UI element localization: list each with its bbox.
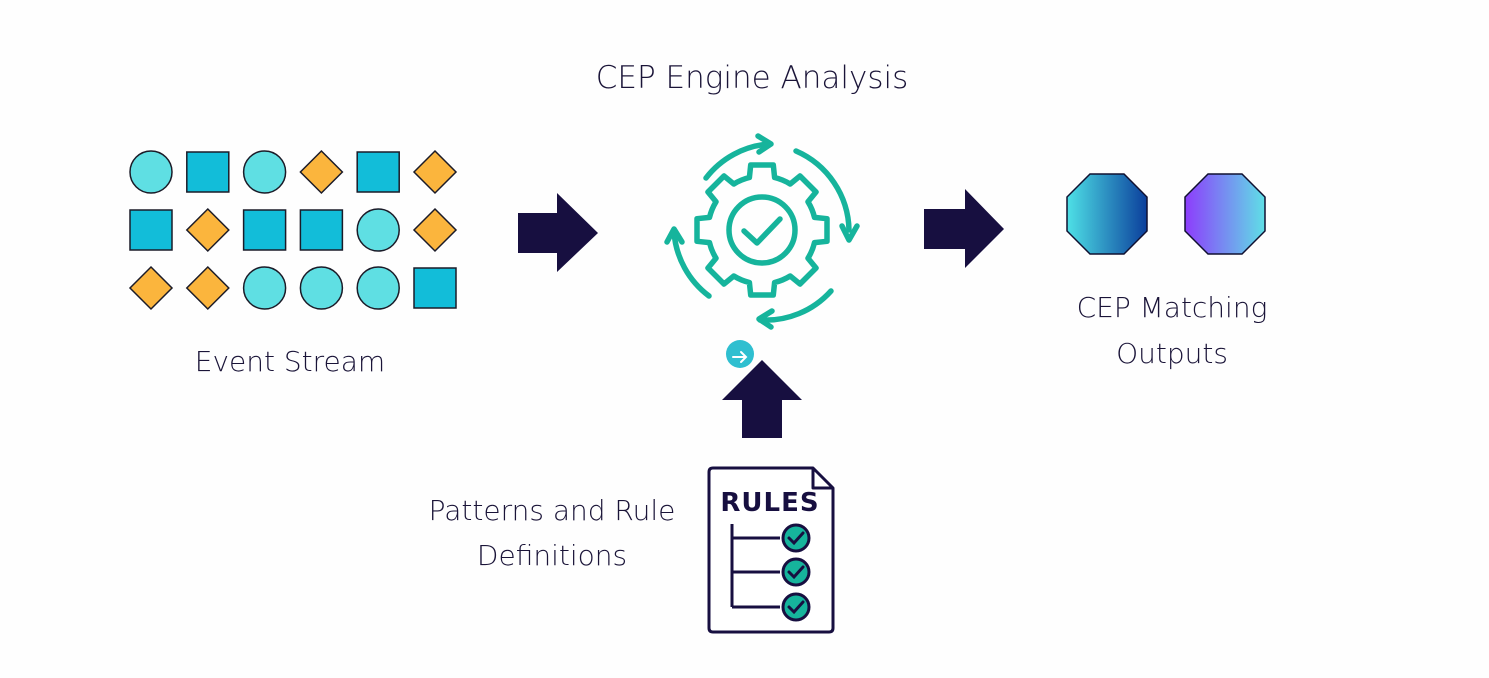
cursor-icon (726, 340, 754, 368)
event-square (186, 151, 230, 193)
rules-label: Patterns and Rule Definitions (402, 488, 702, 578)
output-octagon-2 (1184, 173, 1266, 255)
event-circle (242, 150, 287, 194)
check-circle-icon (781, 523, 811, 553)
event-square (129, 209, 173, 251)
outputs-label: CEP Matching Outputs (1022, 285, 1322, 377)
outputs-label-line2: Outputs (1116, 337, 1228, 370)
event-diamond (299, 149, 344, 195)
event-circle (129, 150, 173, 194)
check-circle-icon (781, 592, 811, 622)
gear-cycle-icon (664, 133, 860, 330)
event-diamond (412, 149, 458, 195)
event-stream-grid (128, 149, 458, 311)
event-square (242, 209, 287, 251)
rules-doc-heading: RULES (720, 488, 819, 518)
event-stream-label: Event Stream (194, 345, 386, 378)
event-diamond (128, 265, 174, 311)
rules-label-line2: Definitions (476, 539, 628, 572)
event-diamond (185, 207, 230, 253)
check-circle-icon (781, 557, 811, 587)
event-square (299, 209, 344, 251)
event-circle (242, 266, 287, 310)
right-arrow-icon (924, 189, 1004, 268)
diagram-title: CEP Engine Analysis (595, 60, 909, 96)
event-diamond (185, 265, 230, 311)
up-arrow-icon (722, 360, 802, 438)
event-circle (356, 208, 400, 252)
event-circle (299, 266, 344, 310)
event-diamond (412, 207, 458, 253)
rules-label-line1: Patterns and Rule (428, 494, 676, 527)
event-square (413, 267, 457, 309)
outputs-label-line1: CEP Matching (1076, 291, 1268, 324)
event-circle (356, 266, 400, 310)
rules-document-icon: RULES (707, 466, 835, 634)
right-arrow-icon (518, 193, 598, 272)
event-square (356, 151, 400, 193)
output-octagon-1 (1066, 173, 1148, 255)
